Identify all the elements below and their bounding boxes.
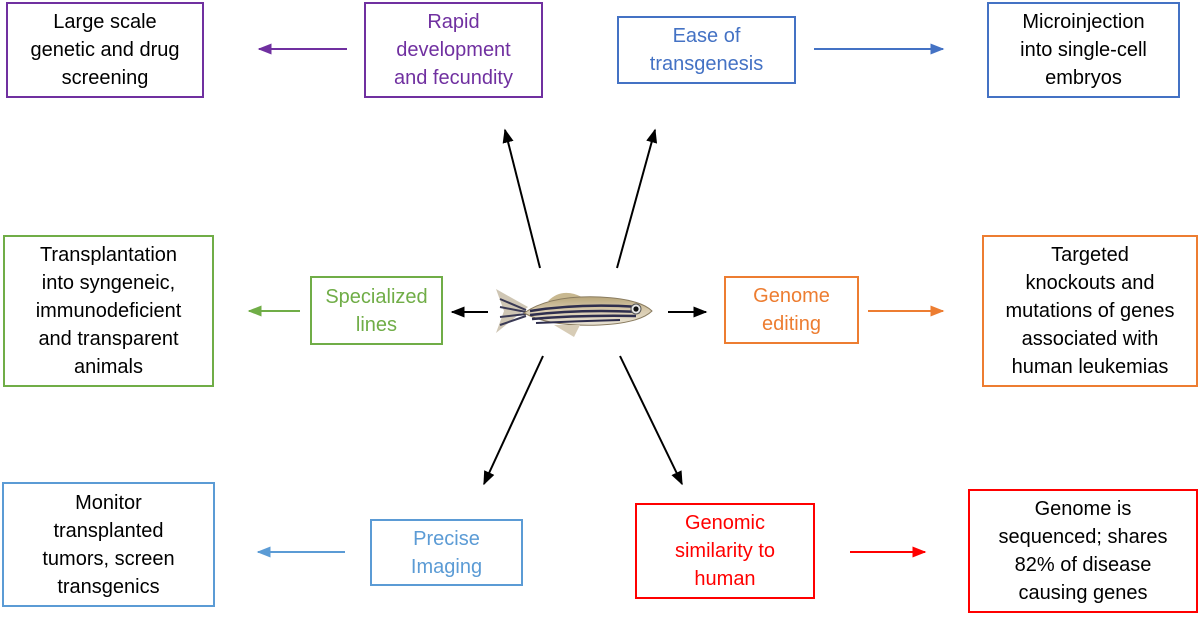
specialized-lines-box: Specialized lines bbox=[310, 276, 443, 345]
arrow-to-genomic-similarity bbox=[619, 355, 683, 486]
knockouts-outcome-box: Targeted knockouts and mutations of gene… bbox=[982, 235, 1198, 387]
screening-outcome-box: Large scale genetic and drug screening bbox=[6, 2, 204, 98]
microinjection-outcome-box: Microinjection into single-cell embryos bbox=[987, 2, 1180, 98]
arrow-to-precise-imaging bbox=[483, 355, 544, 486]
transplantation-outcome-box: Transplantation into syngeneic, immunode… bbox=[3, 235, 214, 387]
monitor-outcome-box: Monitor transplanted tumors, screen tran… bbox=[2, 482, 215, 607]
ease-of-transgenesis-box: Ease of transgenesis bbox=[617, 16, 796, 84]
precise-imaging-box: Precise Imaging bbox=[370, 519, 523, 586]
arrow-to-rapid-development bbox=[502, 128, 541, 269]
arrow-to-ease-transgenesis bbox=[616, 128, 658, 269]
rapid-development-box: Rapid development and fecundity bbox=[364, 2, 543, 98]
zebrafish-image bbox=[496, 289, 653, 337]
sequenced-outcome-box: Genome is sequenced; shares 82% of disea… bbox=[968, 489, 1198, 613]
genome-editing-box: Genome editing bbox=[724, 276, 859, 344]
genomic-similarity-box: Genomic similarity to human bbox=[635, 503, 815, 599]
